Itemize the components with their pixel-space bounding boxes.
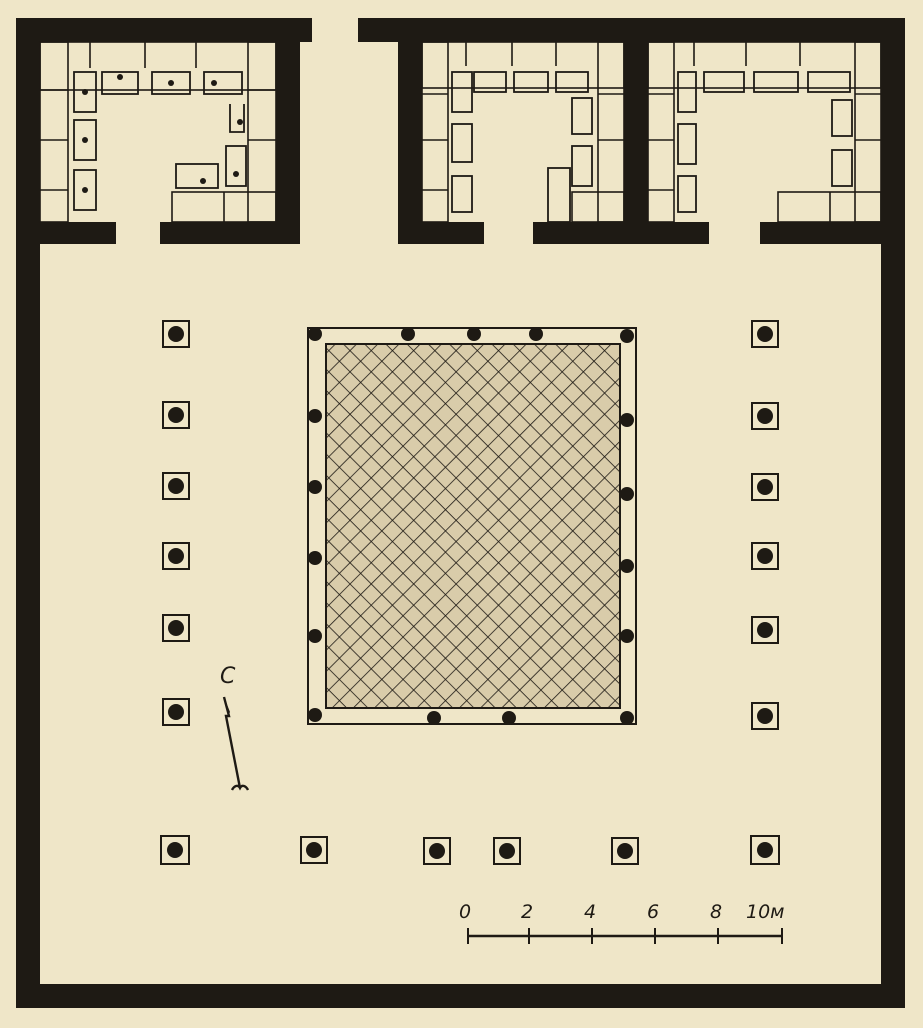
central-pool [307,327,637,725]
pool-column [308,480,322,494]
north-arrow-label: С [220,664,236,689]
pool-column [502,711,516,725]
pool-column [308,327,322,341]
column-base [162,320,190,348]
pool-column [620,413,634,427]
scale-label: 6 [647,901,659,923]
room-1-benches [39,41,277,223]
wall-left [16,230,40,1008]
pool-column [401,327,415,341]
room-2-vats [451,71,593,223]
wall-top-left [16,222,116,244]
pool-column [620,629,634,643]
column-base [751,616,779,644]
pool-columns [308,327,634,725]
column-base [751,473,779,501]
column-base [300,836,328,864]
wall-top-right [760,222,905,244]
column-base [751,402,779,430]
pool-column [620,711,634,725]
pool-column [620,487,634,501]
pool-hatched-area [325,343,621,709]
column-base [611,837,639,865]
column-base [751,702,779,730]
pool-column [427,711,441,725]
room-1-vats [73,71,247,211]
wall-bottom [16,984,905,1008]
column-base [160,835,190,865]
column-base [750,835,780,865]
room-3-benches [647,41,882,223]
scale-label: 8 [710,901,722,923]
column-base [162,614,190,642]
room-3-wall-right [881,18,905,244]
scale-label: 4 [584,901,596,923]
scale-bar: 0 2 4 6 8 10м [459,901,785,944]
room-3 [647,18,905,244]
scale-label: 0 [459,901,471,923]
column-base [751,320,779,348]
room-1-wall-right [276,18,300,244]
column-base [751,542,779,570]
room-2 [358,18,905,244]
column-base [162,472,190,500]
room-2-benches [421,41,625,223]
pool-column [308,708,322,722]
room-3-vats [677,71,853,213]
scale-label: 10м [746,901,785,923]
wall-right [881,230,905,1008]
pool-column [308,629,322,643]
pool-column [308,551,322,565]
room-1-wall-left [16,18,40,244]
room-1-wall-top [16,18,312,42]
room-2-wall-divider [624,18,648,244]
north-arrow: С [220,664,250,791]
pool-column [620,559,634,573]
wall-top-mid3 [533,222,709,244]
pool-column [529,327,543,341]
column-base [162,698,190,726]
scale-label: 2 [521,901,533,923]
pool-column [308,409,322,423]
portico-columns [160,320,780,865]
room-1 [16,18,312,244]
room-2-wall-left [398,18,422,244]
pool-column [467,327,481,341]
room-1-dots [82,74,243,193]
column-base [162,542,190,570]
column-base [423,837,451,865]
wall-top-mid [160,222,300,244]
pool-column [620,329,634,343]
column-base [162,401,190,429]
column-base [493,837,521,865]
